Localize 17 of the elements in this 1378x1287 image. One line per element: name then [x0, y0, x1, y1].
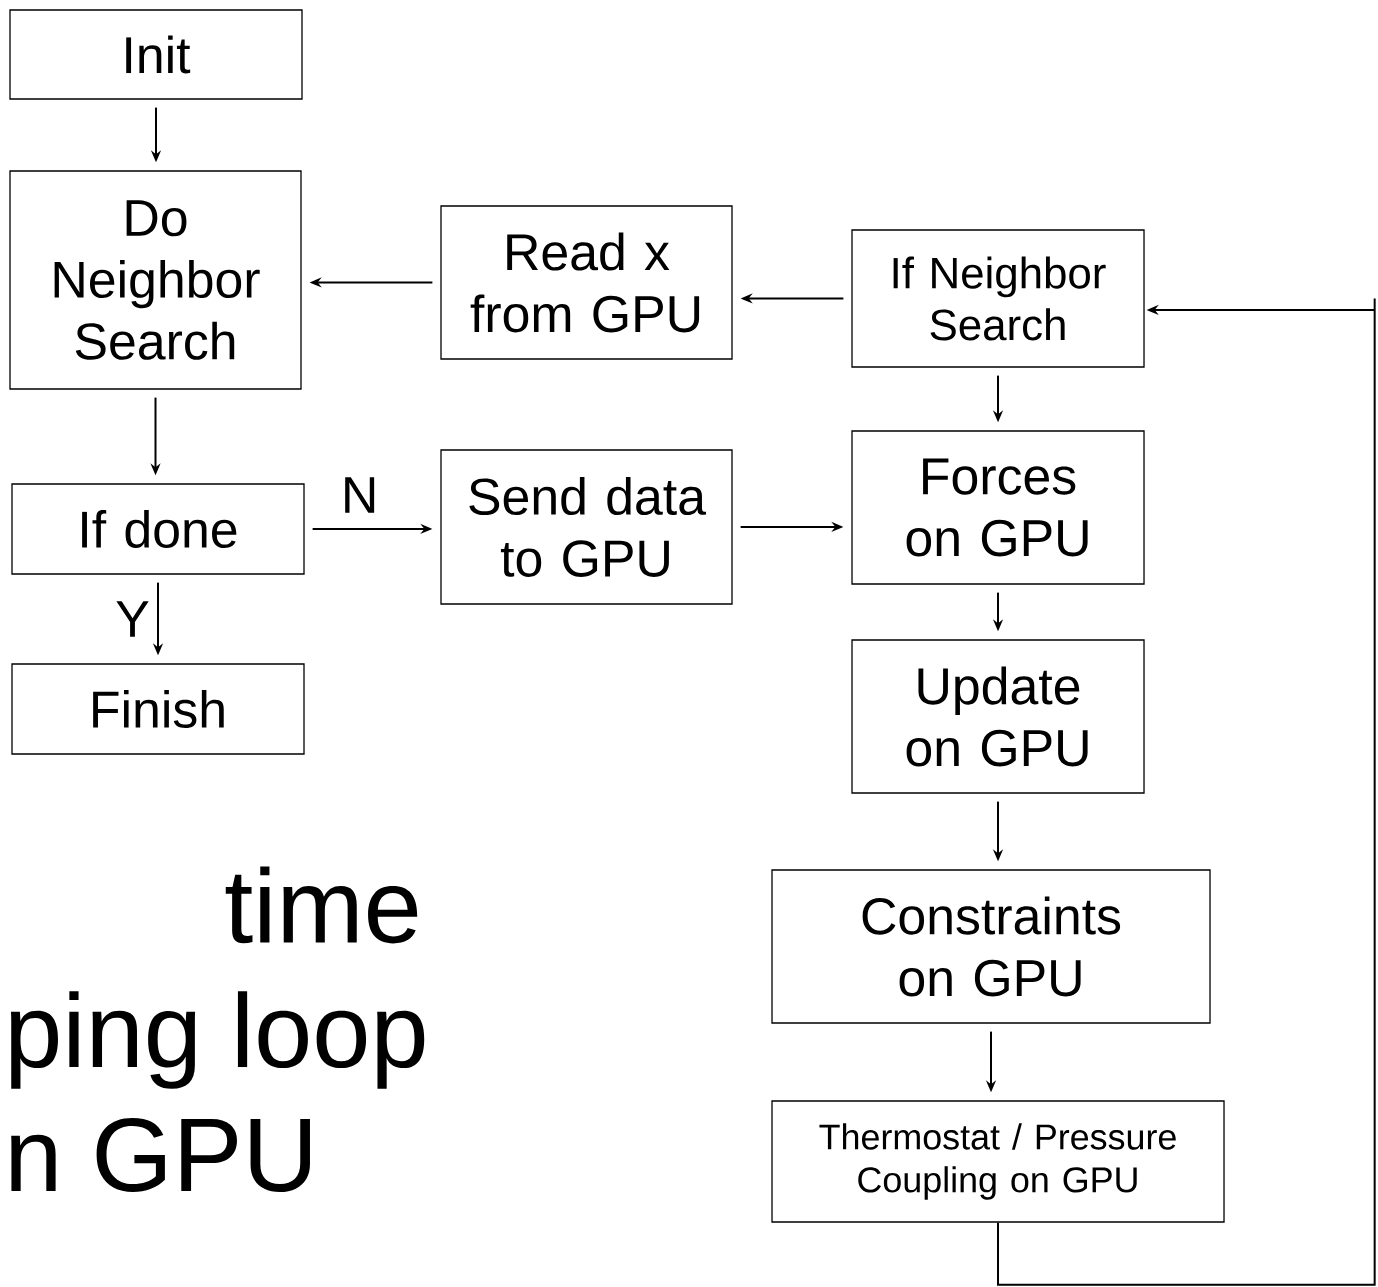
- process-box: Init: [9, 9, 303, 100]
- process-box: Read x from GPU: [440, 205, 733, 360]
- process-box: Forces on GPU: [851, 430, 1145, 585]
- process-box: Thermostat / Pressure Coupling on GPU: [771, 1100, 1225, 1223]
- process-box: Do Neighbor Search: [9, 170, 302, 390]
- process-box: Constraints on GPU: [771, 869, 1211, 1024]
- process-box: Finish: [11, 663, 305, 755]
- process-box: If done: [11, 483, 305, 575]
- edge-label: N: [345, 477, 375, 513]
- process-box: Send data to GPU: [440, 449, 733, 605]
- edge-label: Y: [116, 601, 149, 637]
- process-box: If Neighbor Search: [851, 229, 1145, 368]
- process-box: Update on GPU: [851, 639, 1145, 794]
- title-text: ping loop: [10, 991, 425, 1089]
- title-text: time: [225, 866, 418, 944]
- arrow: [997, 297, 1376, 1286]
- title-text: n GPU: [11, 1117, 310, 1192]
